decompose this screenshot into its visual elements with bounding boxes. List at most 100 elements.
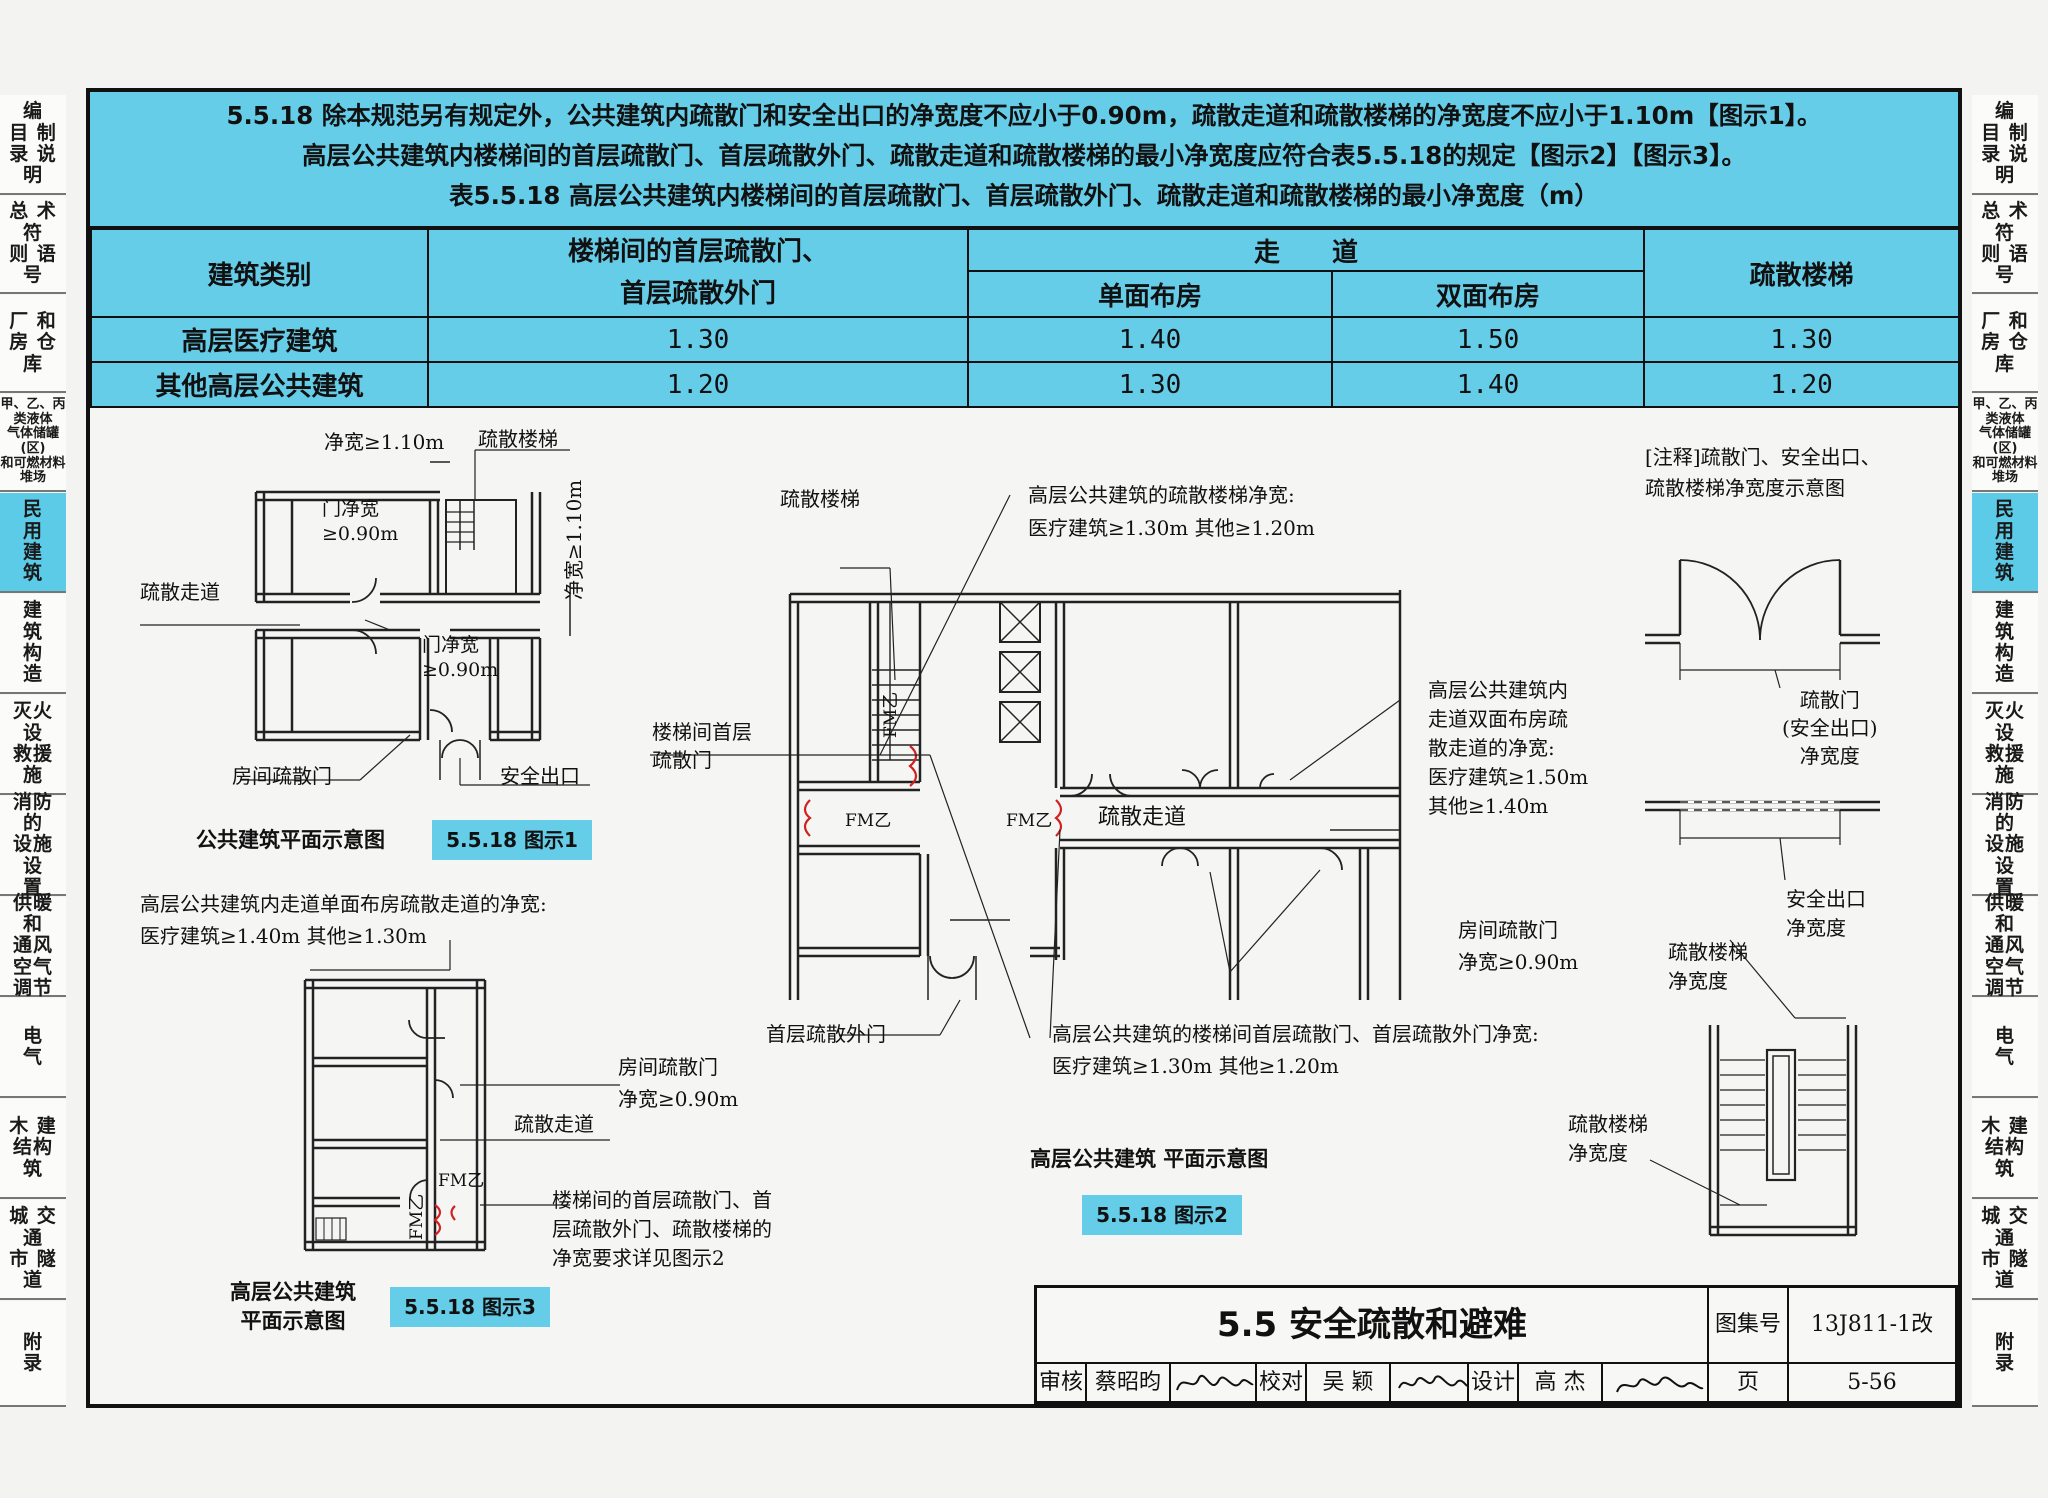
- figure-2-drawing: [650, 494, 1402, 1039]
- tab-appendix-right[interactable]: 附 录: [1972, 1301, 2038, 1407]
- figure-1-drawing: [140, 449, 590, 786]
- designer-signature: [1603, 1364, 1709, 1404]
- tab-timber-right[interactable]: 木 建 结构 筑: [1972, 1099, 2038, 1199]
- row-single-value: 1.40: [967, 316, 1333, 363]
- fig3-room-door: 房间疏散门: [618, 1055, 718, 1079]
- header-first-floor-door: 楼梯间的首层疏散门、 首层疏散外门: [427, 228, 969, 318]
- fig4-note: [注释]疏散门、安全出口、 疏散楼梯净宽度示意图: [1645, 445, 1881, 500]
- fig1-caption: 公共建筑平面示意图: [196, 828, 385, 852]
- fig4-door-label: 疏散门 (安全出口) 净宽度: [1782, 688, 1878, 768]
- header-single-sided: 单面布房: [967, 270, 1333, 318]
- fig2-fm-label-1: FM乙: [881, 691, 901, 738]
- fig1-stair-label: 疏散楼梯: [478, 427, 558, 451]
- fig2-caption: 高层公共建筑 平面示意图: [1030, 1147, 1269, 1171]
- fig3-note-values: 医疗建筑≥1.40m 其他≥1.30m: [140, 924, 427, 948]
- atlas-label: 图集号: [1709, 1288, 1789, 1364]
- fig2-room-door-width: 净宽≥0.90m: [1458, 950, 1579, 974]
- tab-storage-left[interactable]: 甲、乙、丙类液体 气体储罐(区) 和可燃材料堆场: [0, 394, 66, 492]
- fig1-door-width: 门净宽 ≥0.90m: [322, 498, 399, 545]
- figure-3-drawing: [303, 940, 620, 1252]
- tab-construction-right[interactable]: 建 筑 构 造: [1972, 594, 2038, 694]
- fig3-note-title: 高层公共建筑内走道单面布房疏散走道的净宽:: [140, 892, 547, 916]
- fig4-stair-top-label: 疏散楼梯 净宽度: [1668, 940, 1748, 993]
- header-building-type: 建筑类别: [90, 228, 429, 318]
- atlas-number: 13J811-1改: [1789, 1288, 1955, 1364]
- fig2-stair-label: 疏散楼梯: [780, 487, 860, 511]
- header-corridor: 走 道: [966, 228, 1646, 272]
- checker-signature: [1391, 1364, 1469, 1404]
- tab-contents-left[interactable]: 编 目 制 录 说 明: [0, 95, 66, 195]
- fig1-tag: 5.5.18 图示1: [432, 820, 592, 860]
- tab-fire-facilities-right[interactable]: 消防 的 设施 设 置: [1972, 791, 2038, 898]
- fig1-width-top: 净宽≥1.10m: [324, 430, 445, 454]
- fig2-fm-label-2: FM乙: [845, 811, 892, 831]
- header-double-sided: 双面布房: [1330, 270, 1646, 318]
- fig2-double-sided-note: 高层公共建筑内 走道双面布房疏 散走道的净宽: 医疗建筑≥1.50m 其他≥1.…: [1428, 678, 1589, 818]
- fig2-stair-width-title: 高层公共建筑的疏散楼梯净宽:: [1028, 483, 1295, 507]
- reviewer-name: 蔡昭昀: [1087, 1364, 1171, 1404]
- tab-hvac-left[interactable]: 供暖 和 通风 空气 调节: [0, 892, 66, 999]
- fig1-room-door: 房间疏散门: [232, 764, 332, 788]
- clause-text: 5.5.18 除本规范另有规定外，公共建筑内疏散门和安全出口的净宽度不应小于0.…: [90, 92, 1958, 228]
- row-type: 其他高层公共建筑: [90, 361, 429, 408]
- fig2-tag: 5.5.18 图示2: [1082, 1195, 1242, 1235]
- table-row: 其他高层公共建筑 1.20 1.30 1.40 1.20: [90, 361, 1961, 408]
- check-label: 校对: [1257, 1364, 1307, 1404]
- tab-civil-building-left[interactable]: 民 用 建 筑: [0, 493, 66, 593]
- min-width-table: 建筑类别 楼梯间的首层疏散门、 首层疏散外门 走 道 疏散楼梯 单面布房 双面布…: [90, 228, 1961, 408]
- tab-storage-right[interactable]: 甲、乙、丙类液体 气体储罐(区) 和可燃材料堆场: [1972, 394, 2038, 492]
- fig2-stair-width-values: 医疗建筑≥1.30m 其他≥1.20m: [1028, 516, 1315, 540]
- page-label: 页: [1709, 1364, 1789, 1404]
- tab-appendix-left[interactable]: 附 录: [0, 1301, 66, 1407]
- designer-signature-mark: [1616, 1376, 1704, 1393]
- tab-hvac-right[interactable]: 供暖 和 通风 空气 调节: [1972, 892, 2038, 999]
- row-door-value: 1.20: [427, 361, 969, 408]
- row-stair-value: 1.30: [1643, 316, 1961, 363]
- sheet-title: 5.5 安全疏散和避难: [1037, 1288, 1709, 1364]
- fig2-corridor-label: 疏散走道: [1098, 805, 1187, 830]
- table-row: 高层医疗建筑 1.30 1.40 1.50 1.30: [90, 316, 1961, 363]
- fig3-tag: 5.5.18 图示3: [390, 1287, 550, 1327]
- reviewer-signature: [1171, 1364, 1257, 1404]
- fig2-bottom-note-title: 高层公共建筑的楼梯间首层疏散门、首层疏散外门净宽:: [1052, 1022, 1539, 1046]
- clause-line-2: 高层公共建筑内楼梯间的首层疏散门、首层疏散外门、疏散走道和疏散楼梯的最小净宽度应…: [302, 141, 1746, 170]
- tab-general-left[interactable]: 总 术 符 则 语 号: [0, 196, 66, 294]
- fig3-caption: 高层公共建筑 平面示意图: [230, 1280, 356, 1334]
- header-stair: 疏散楼梯: [1643, 228, 1961, 318]
- tab-construction-left[interactable]: 建 筑 构 造: [0, 594, 66, 694]
- reviewer-signature-mark: [1176, 1374, 1254, 1391]
- tab-civil-building-right[interactable]: 民 用 建 筑: [1972, 493, 2038, 593]
- row-double-value: 1.40: [1330, 361, 1646, 408]
- tab-factory-left[interactable]: 厂 和 房 仓 库: [0, 295, 66, 393]
- table-title: 表5.5.18 高层公共建筑内楼梯间的首层疏散门、首层疏散外门、疏散走道和疏散楼…: [449, 181, 1599, 210]
- tab-fire-rescue-right[interactable]: 灭火 设 救援 施: [1972, 695, 2038, 795]
- tab-contents-right[interactable]: 编 目 制 录 说 明: [1972, 95, 2038, 195]
- row-double-value: 1.50: [1330, 316, 1646, 363]
- fig4-stair-left-label: 疏散楼梯 净宽度: [1568, 1112, 1648, 1165]
- fig3-fm-label-1: FM乙: [438, 1171, 485, 1191]
- row-single-value: 1.30: [967, 361, 1333, 408]
- design-label: 设计: [1469, 1364, 1519, 1404]
- fig1-width-right: 净宽≥1.10m: [562, 479, 586, 600]
- tab-factory-right[interactable]: 厂 和 房 仓 库: [1972, 295, 2038, 393]
- row-door-value: 1.30: [427, 316, 969, 363]
- fig4-exit-label: 安全出口 净宽度: [1786, 887, 1866, 940]
- tab-electrical-left[interactable]: 电 气: [0, 998, 66, 1098]
- fig1-corridor-label: 疏散走道: [140, 580, 220, 604]
- tab-tunnel-right[interactable]: 城 交通 市 隧道: [1972, 1200, 2038, 1300]
- tab-timber-left[interactable]: 木 建 结构 筑: [0, 1099, 66, 1199]
- checker-name: 吴 颖: [1307, 1364, 1391, 1404]
- tab-fire-rescue-left[interactable]: 灭火 设 救援 施: [0, 695, 66, 795]
- checker-signature-mark: [1398, 1375, 1468, 1389]
- tab-general-right[interactable]: 总 术 符 则 语 号: [1972, 196, 2038, 294]
- clause-line-1: 5.5.18 除本规范另有规定外，公共建筑内疏散门和安全出口的净宽度不应小于0.…: [226, 101, 1822, 130]
- designer-name: 高 杰: [1519, 1364, 1603, 1404]
- tab-tunnel-left[interactable]: 城 交通 市 隧道: [0, 1200, 66, 1300]
- fig2-outer-door: 首层疏散外门: [766, 1022, 886, 1046]
- fig1-door-width-2: 门净宽 ≥0.90m: [422, 634, 499, 681]
- page-number: 5-56: [1847, 1370, 1897, 1395]
- tab-fire-facilities-left[interactable]: 消防 的 设施 设 置: [0, 791, 66, 898]
- fig2-room-door: 房间疏散门: [1458, 918, 1558, 942]
- title-block: 5.5 安全疏散和避难 图集号 13J811-1改 审核 蔡昭昀 校对 吴 颖 …: [1034, 1285, 1958, 1404]
- tab-electrical-right[interactable]: 电 气: [1972, 998, 2038, 1098]
